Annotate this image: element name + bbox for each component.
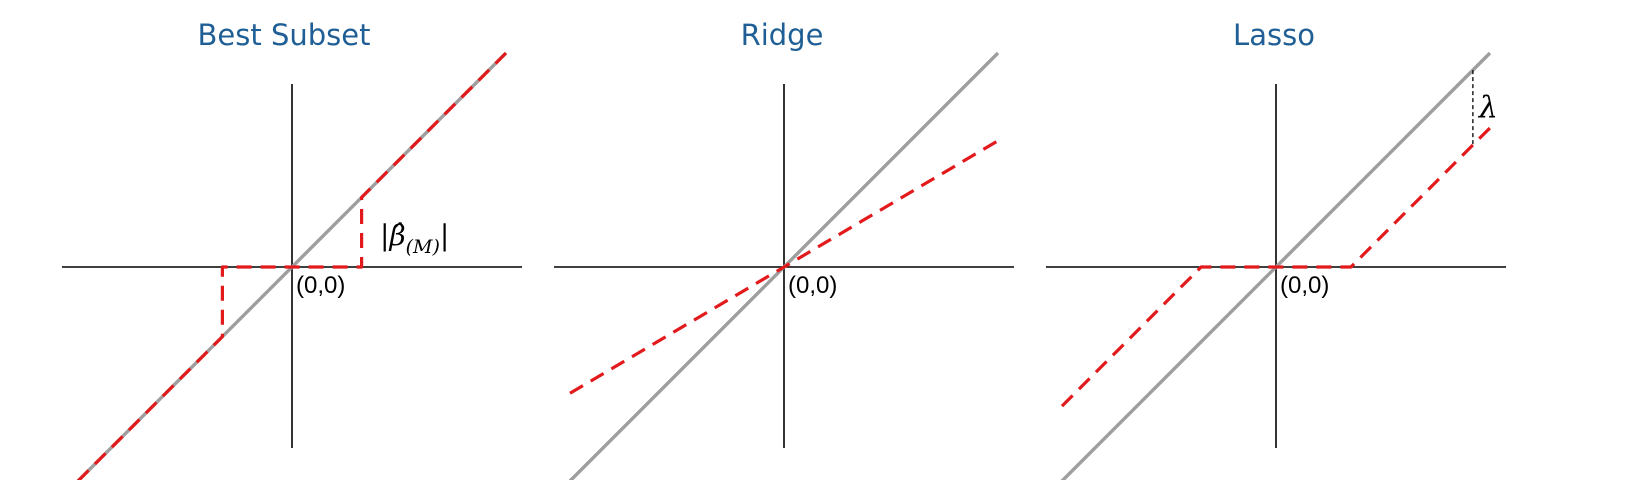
threshold-label-symbol: β̂ xyxy=(388,219,405,252)
panel-title-best-subset: Best Subset xyxy=(197,18,371,52)
panel-ridge: (0,0) xyxy=(554,51,1014,480)
panel-best-subset: (0,0) |β̂(M)| xyxy=(62,51,522,480)
panel-lasso: (0,0) λ xyxy=(1046,51,1506,480)
origin-label: (0,0) xyxy=(1280,272,1329,299)
threshold-label-bar-right: | xyxy=(440,219,449,252)
threshold-label: |β̂(M)| xyxy=(380,219,449,258)
estimate-line xyxy=(569,139,999,395)
origin-label: (0,0) xyxy=(296,272,345,299)
threshold-label-subscript: (M) xyxy=(406,236,440,258)
threshold-label-bar-left: | xyxy=(380,219,389,252)
panel-title-lasso: Lasso xyxy=(1233,18,1315,52)
panel-title-ridge: Ridge xyxy=(740,18,824,52)
estimate-line xyxy=(76,51,508,480)
estimate-line xyxy=(1060,126,1492,408)
lambda-label: λ xyxy=(1478,91,1498,126)
origin-label: (0,0) xyxy=(788,272,837,299)
